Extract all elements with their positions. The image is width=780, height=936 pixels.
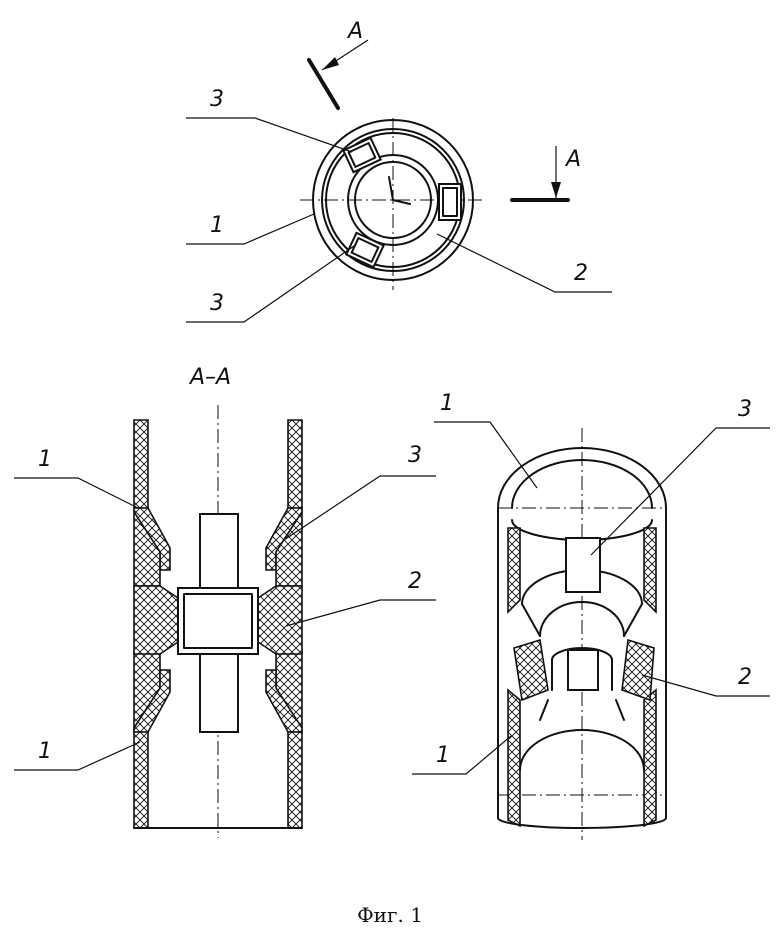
section-left-wall-top [134,420,148,508]
section-arrow-left-head [322,57,339,70]
section-right-ring [258,586,302,654]
section-right-wall-top [288,420,302,508]
label-top-3b: 3 [210,291,224,316]
iso-right-ring [622,640,654,700]
figure-caption: Фиг. 1 [357,903,423,927]
iso-right-wall-bottom [644,690,656,826]
top-view [186,40,612,322]
leader-sec-1-top [14,478,138,508]
label-sec-1-top: 1 [38,447,52,472]
leader-top-1 [186,214,314,244]
iso-pin-upper [566,538,600,592]
section-arrow-right-head [551,182,561,198]
section-right-wall-bottom [288,732,302,828]
insert-block-right [439,184,461,220]
section-center-block [178,588,258,654]
section-arrow-left-bar [309,60,338,108]
isometric-view [412,422,770,840]
iso-left-ring [514,640,548,700]
label-sec-3: 3 [408,443,422,468]
leader-iso-3 [591,428,770,555]
section-view [14,405,436,838]
label-arrow-a-right: A [564,147,581,172]
leader-iso-1-top [434,422,537,488]
iso-left-wall-top [508,528,520,612]
leader-top-3a [186,118,352,152]
section-title: A–A [188,365,231,390]
leader-iso-1-bottom [412,736,511,774]
iso-right-wall-top [644,528,656,612]
insert-block-lower [346,233,383,267]
section-left-ring [134,586,178,654]
label-arrow-a-left: A [346,19,363,44]
label-sec-2: 2 [408,569,422,594]
leader-sec-1-bottom [14,742,140,770]
label-iso-2: 2 [738,665,752,690]
label-top-2: 2 [574,261,588,286]
leader-sec-2 [286,600,436,626]
label-sec-1-bottom: 1 [38,739,52,764]
label-top-3a: 3 [210,87,224,112]
label-top-1: 1 [210,213,224,238]
label-iso-1-bottom: 1 [436,743,450,768]
iso-left-wall-bottom [508,690,520,826]
label-iso-1-top: 1 [440,391,454,416]
leader-sec-3 [284,476,436,540]
section-left-wall-bottom [134,732,148,828]
label-iso-3: 3 [738,397,752,422]
iso-pin-lower [568,650,598,690]
